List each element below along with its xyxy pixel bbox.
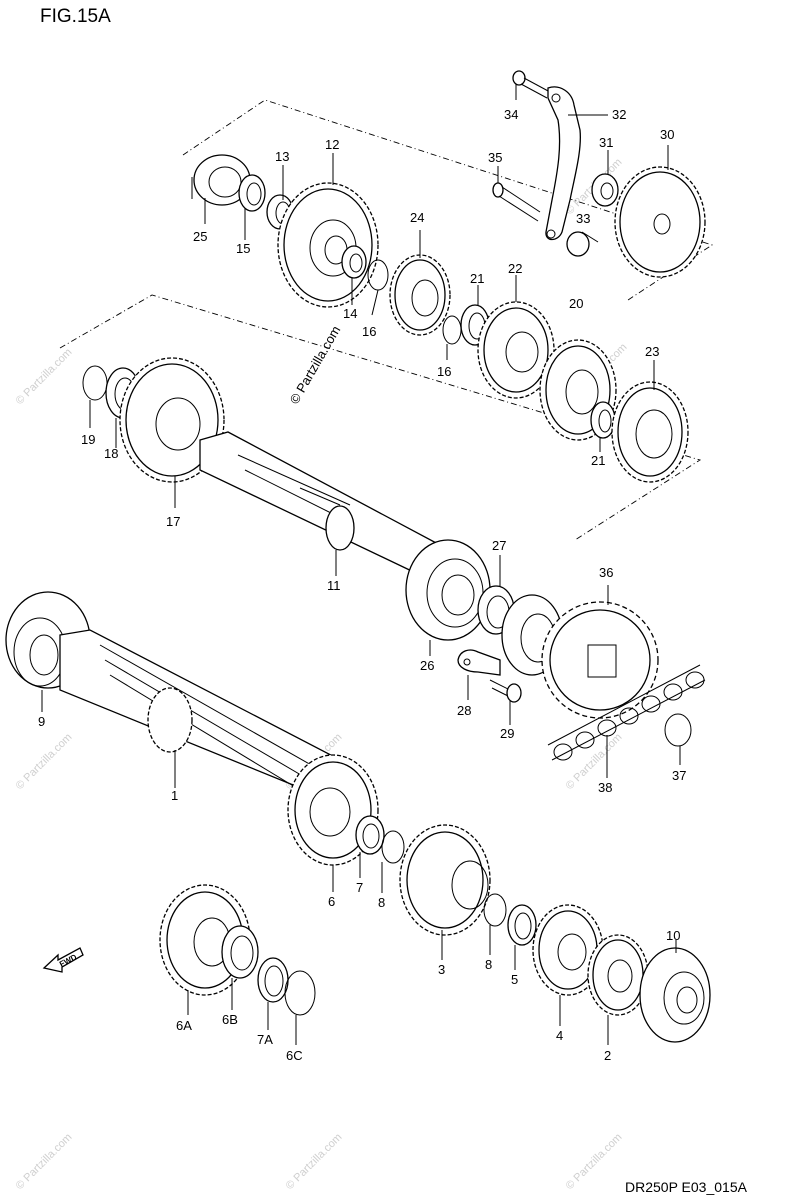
callout-label: 27 — [492, 538, 506, 553]
callout-label: 18 — [104, 446, 118, 461]
callout-label: 22 — [508, 261, 522, 276]
watermark-main: © Partzilla.com — [287, 323, 344, 406]
washer-15 — [238, 174, 266, 240]
callout-label: 6B — [222, 1012, 238, 1027]
callout-label: 2 — [604, 1048, 611, 1063]
callout-label: 13 — [275, 149, 289, 164]
chain-38 — [547, 664, 706, 778]
callout-label: 7A — [257, 1032, 273, 1047]
sprocket-36 — [541, 585, 659, 719]
watermark: © Partzilla.com — [14, 731, 75, 792]
gear-30 — [614, 145, 706, 278]
circlip-8-upper — [381, 830, 405, 893]
spacer-33 — [566, 231, 599, 257]
callout-label: 15 — [236, 241, 250, 256]
callout-label: 14 — [343, 306, 357, 321]
gear-24 — [389, 230, 451, 336]
circlip-6C — [284, 970, 316, 1045]
watermark: © Partzilla.com — [14, 346, 75, 407]
callout-label: 6C — [286, 1048, 303, 1063]
callout-label: 37 — [672, 768, 686, 783]
bearing-31 — [591, 150, 619, 207]
callout-label: 23 — [645, 344, 659, 359]
figure-title: FIG.15A — [40, 6, 111, 27]
plate-28 — [457, 649, 501, 700]
callout-label: 7 — [356, 880, 363, 895]
callout-label: 36 — [599, 565, 613, 580]
callout-label: 11 — [327, 578, 341, 593]
watermark: © Partzilla.com — [284, 1131, 345, 1192]
callout-label: 19 — [81, 432, 95, 447]
gear-23 — [611, 360, 689, 483]
washer-5 — [507, 904, 537, 970]
washer-21-lower — [590, 401, 616, 452]
callout-label: 4 — [556, 1028, 563, 1043]
callout-label: 30 — [660, 127, 674, 142]
bearing-10 — [639, 940, 711, 1043]
gear-12 — [277, 153, 379, 308]
callout-label: 6 — [328, 894, 335, 909]
callout-label: 31 — [599, 135, 613, 150]
bolt-29 — [489, 679, 522, 725]
callout-label: 21 — [591, 453, 605, 468]
callout-label: 16 — [362, 324, 376, 339]
callout-label: 28 — [457, 703, 471, 718]
watermark: © Partzilla.com — [14, 1131, 75, 1192]
callout-label: 24 — [410, 210, 424, 225]
bracket-32 — [545, 86, 608, 241]
callout-label: 38 — [598, 780, 612, 795]
callout-label: 1 — [171, 788, 178, 803]
mainshaft-1 — [59, 629, 351, 801]
callout-label: 16 — [437, 364, 451, 379]
shaft-11 — [199, 431, 441, 576]
gear-22 — [477, 275, 555, 399]
callout-label: 3 — [438, 962, 445, 977]
callout-label: 26 — [420, 658, 434, 673]
circlip-37 — [664, 713, 692, 765]
callout-label: 17 — [166, 514, 180, 529]
circlip-16-lower — [442, 315, 462, 360]
callout-label: 32 — [612, 107, 626, 122]
callout-label: 21 — [470, 271, 484, 286]
washer-7A — [257, 957, 289, 1030]
callout-label: 8 — [485, 957, 492, 972]
gear-2 — [587, 934, 649, 1045]
circlip-19 — [82, 365, 108, 428]
bushing-6B — [221, 925, 259, 1010]
washer-14 — [341, 245, 367, 305]
bolt-34 — [512, 70, 551, 100]
callout-label: 12 — [325, 137, 339, 152]
bushing-7 — [355, 815, 385, 878]
circlip-8-lower — [483, 893, 507, 955]
circlip-16-upper — [367, 259, 389, 316]
callout-label: 5 — [511, 972, 518, 987]
fwd-arrow-icon: FWD — [42, 947, 84, 973]
bolt-35 — [492, 166, 541, 222]
callout-label: 9 — [38, 714, 45, 729]
callout-label: 33 — [576, 211, 590, 226]
gear-17 — [119, 357, 225, 508]
callout-label: 34 — [504, 107, 518, 122]
bearing-26 — [405, 539, 491, 656]
footer-code: DR250P E03_015A — [625, 1179, 748, 1195]
callout-label: 8 — [378, 895, 385, 910]
driveshaft-group-outline — [59, 294, 702, 541]
callout-label: 25 — [193, 229, 207, 244]
watermark: © Partzilla.com — [564, 1131, 625, 1192]
callout-labels: 1 2 3 4 5 6 6A 6B 6C 7 7A 8 8 9 10 11 12… — [38, 107, 686, 1063]
callout-label: 29 — [500, 726, 514, 741]
callout-label: 10 — [666, 928, 680, 943]
callout-label: 6A — [176, 1018, 192, 1033]
callout-label: 20 — [569, 296, 583, 311]
callout-label: 35 — [488, 150, 502, 165]
gear-3 — [399, 824, 491, 960]
